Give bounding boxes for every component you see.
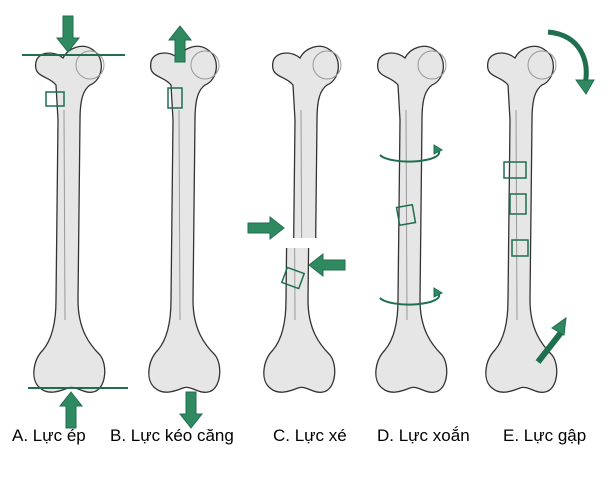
bone-c <box>263 45 343 393</box>
label-shear: C. Lực xé <box>273 426 347 445</box>
label-tension: B. Lực kéo căng <box>110 426 234 445</box>
torsion-arrows <box>379 144 444 306</box>
shear-arrows <box>247 215 346 290</box>
compression-arrows <box>22 15 128 429</box>
bone-e <box>485 45 558 393</box>
bone-a <box>33 45 106 393</box>
bone-d <box>375 45 448 393</box>
bone-b <box>148 45 221 393</box>
label-bending: E. Lực gập <box>503 426 587 445</box>
label-torsion: D. Lực xoắn <box>377 426 470 445</box>
tension-arrows <box>167 25 204 429</box>
bending-arrows <box>503 29 595 364</box>
label-compression: A. Lực ép <box>12 426 86 445</box>
